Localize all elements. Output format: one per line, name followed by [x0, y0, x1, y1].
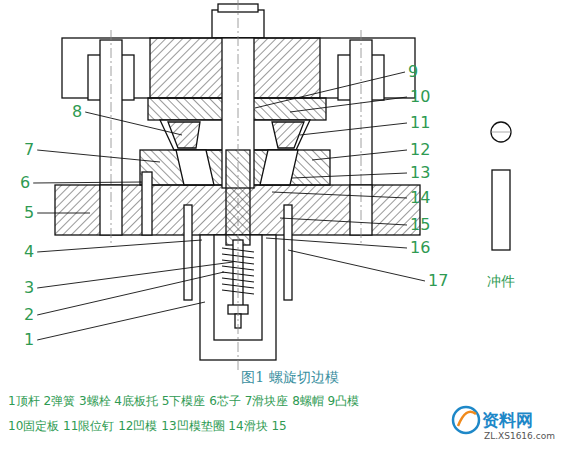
- leader-line: [290, 97, 407, 112]
- callout-number: 11: [410, 114, 430, 132]
- leader-line: [272, 192, 407, 198]
- leader-line: [266, 238, 407, 248]
- leader-lines: [33, 72, 425, 340]
- slider: [176, 150, 214, 185]
- leader-line: [288, 250, 425, 281]
- callout-number: 13: [410, 164, 430, 182]
- part-label: 1顶杆 2弹簧 3螺栓 4底板托 5下模座 6芯子 7滑块座 8螺帽 9凸模: [8, 395, 359, 408]
- callout-number: 2: [24, 306, 34, 324]
- center-line: [491, 132, 511, 133]
- leader-line: [37, 240, 202, 252]
- bolt: [142, 172, 152, 235]
- leader-line: [300, 123, 407, 135]
- leader-line: [33, 182, 142, 183]
- leader-line: [85, 112, 182, 135]
- leader-line: [37, 262, 233, 288]
- callout-number: 4: [24, 243, 34, 261]
- center-line: [238, 0, 239, 372]
- callout-number: 7: [24, 141, 34, 159]
- leader-line: [37, 302, 205, 340]
- callout-number: 3: [24, 279, 34, 297]
- leader-line: [312, 150, 407, 160]
- limit-rod: [184, 205, 192, 300]
- watermark: ZL.XS1616.com: [484, 432, 555, 442]
- leader-line: [37, 150, 160, 162]
- slider: [260, 150, 298, 185]
- callout-number: 8: [72, 103, 82, 121]
- leader-line: [292, 173, 407, 178]
- watermark-icon: [458, 412, 476, 426]
- callout-number: 10: [410, 88, 430, 106]
- limit-rod: [284, 205, 292, 300]
- part-label: 冲件: [487, 274, 515, 289]
- callout-number: 15: [410, 216, 430, 234]
- leader-line: [37, 272, 224, 315]
- center-line: [361, 30, 362, 245]
- leader-line: [255, 72, 405, 108]
- center-line: [111, 30, 112, 245]
- callout-number: 6: [20, 174, 30, 192]
- leader-line: [37, 213, 90, 214]
- part-side-view: [492, 170, 510, 250]
- callout-number: 1: [24, 331, 34, 349]
- watermark: 资料网: [482, 411, 533, 430]
- figure-caption: 图1 螺旋切边模: [241, 370, 338, 385]
- part-label: 10固定板 11限位钉 12凹模 13凹模垫圈 14滑块 15: [8, 420, 287, 433]
- callout-number: 17: [428, 272, 448, 290]
- watermark-icon: [453, 407, 479, 433]
- leader-line: [280, 218, 407, 225]
- part-top-view: [491, 122, 511, 142]
- callout-number: 16: [410, 239, 430, 257]
- nut-section: [168, 122, 200, 148]
- callout-number: 9: [408, 63, 418, 81]
- callout-number: 14: [410, 189, 430, 207]
- callout-number: 12: [410, 141, 430, 159]
- callout-number: 5: [24, 204, 34, 222]
- nut-section: [272, 122, 304, 148]
